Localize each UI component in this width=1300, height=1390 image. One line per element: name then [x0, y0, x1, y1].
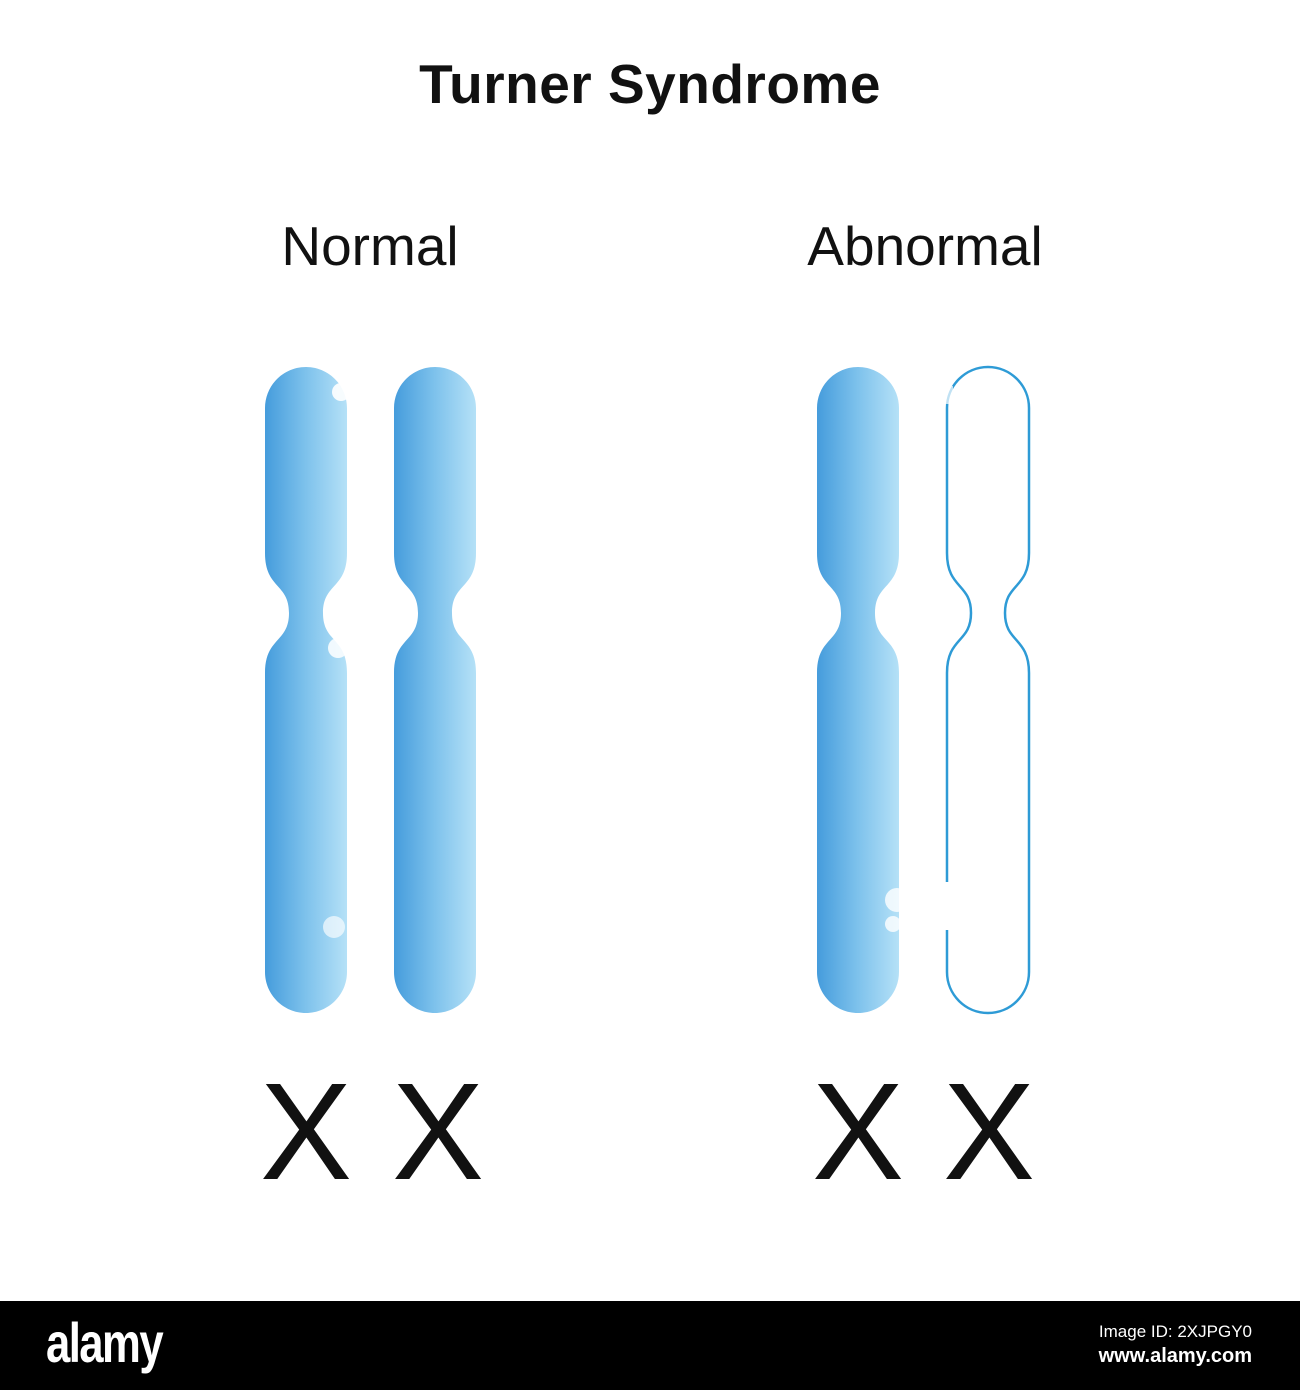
abnormal-karyotype-x-1: X — [811, 1055, 905, 1209]
watermark-ghost-marks — [323, 383, 954, 938]
abnormal-chromosome-x-missing-outline — [945, 365, 1031, 1015]
normal-pair-label: Normal — [281, 215, 459, 277]
watermark-bar: alamy Image ID: 2XJPGY0 www.alamy.com — [0, 1301, 1300, 1390]
image-id-text: Image ID: 2XJPGY0 — [1098, 1322, 1252, 1341]
page-title: Turner Syndrome — [419, 53, 881, 115]
abnormal-pair-label: Abnormal — [807, 215, 1043, 277]
normal-karyotype-x-2: X — [391, 1055, 485, 1209]
alamy-logo: alamy — [46, 1311, 164, 1374]
alamy-website-text: www.alamy.com — [1098, 1345, 1252, 1367]
abnormal-chromosome-x-present — [817, 367, 899, 1013]
abnormal-karyotype-x-2: X — [942, 1055, 1036, 1209]
normal-chromosome-x-right — [394, 367, 476, 1013]
normal-karyotype-x-1: X — [259, 1055, 353, 1209]
